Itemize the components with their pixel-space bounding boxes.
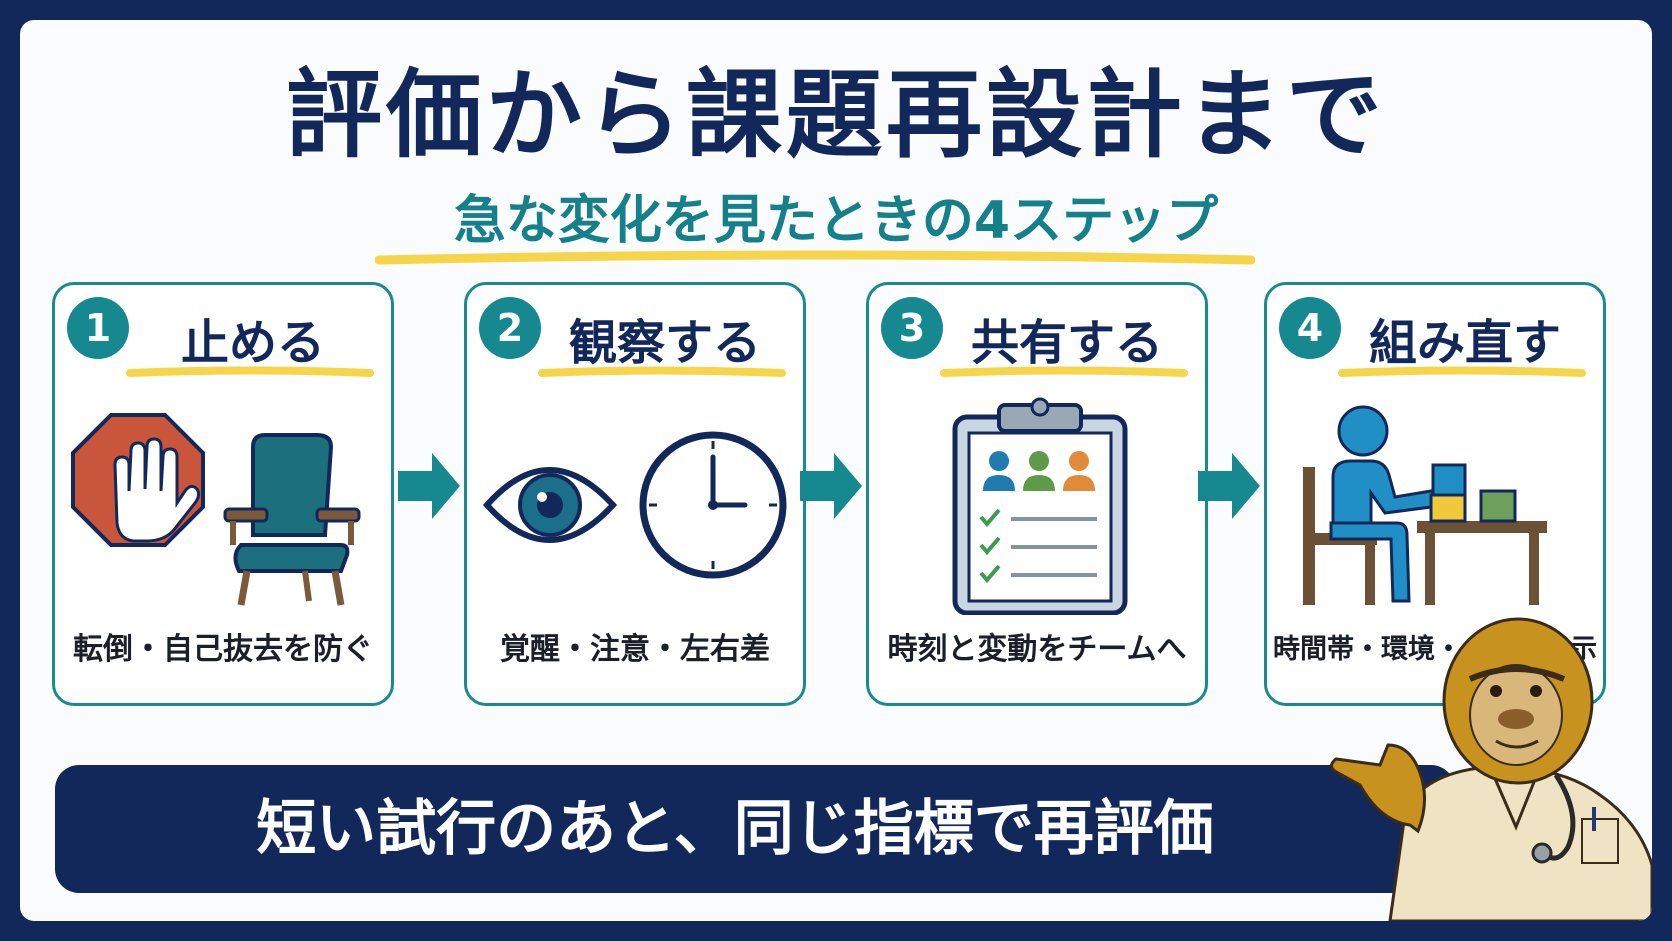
step-caption: 時刻と変動をチームへ — [887, 632, 1187, 667]
step-caption: 覚醒・注意・左右差 — [500, 632, 770, 667]
subtitle-underline — [375, 250, 1255, 265]
step-card-1: 1 止める 転倒・自己抜去を防ぐ — [52, 282, 394, 706]
eye-icon — [482, 467, 618, 543]
arrow-right-icon — [398, 453, 460, 519]
step-title-text: 止める — [180, 315, 325, 371]
title-underline — [126, 366, 374, 377]
person-at-table-blocks-icon — [1303, 405, 1547, 605]
step-title-text: 組み直す — [1368, 315, 1561, 371]
chair-icon — [223, 433, 361, 606]
step-title: 共有する — [939, 313, 1195, 377]
summary-banner: 短い試行のあと、同じ指標で再評価 — [55, 765, 1455, 893]
step-title: 組み直す — [1337, 313, 1593, 377]
step-caption: 転倒・自己抜去を防ぐ — [73, 632, 373, 667]
step-card-2: 2 観察する 覚醒・注 — [464, 282, 806, 706]
title-underline — [538, 366, 786, 377]
step-title: 観察する — [537, 313, 793, 377]
arrow-right-icon — [800, 453, 862, 519]
title-underline — [1338, 366, 1586, 377]
step-number-badge: 1 — [67, 297, 129, 359]
page-subtitle: 急な変化を見たときの4ステップ — [453, 191, 1219, 251]
gorilla-nurse-mascot-icon — [1320, 617, 1652, 921]
slide-frame: 評価から課題再設計まで 急な変化を見たときの4ステップ 1 止める — [20, 20, 1652, 921]
step-1-illustration — [71, 413, 361, 606]
step-card-4: 4 組み直す 時間帯・環境・一段階指示 — [1264, 282, 1606, 706]
arrow-right-icon — [1198, 453, 1260, 519]
step-title-text: 観察する — [568, 315, 761, 371]
step-card-3: 3 共有する — [866, 282, 1208, 706]
step-number-badge: 2 — [479, 297, 541, 359]
step-number-badge: 3 — [881, 297, 943, 359]
stop-hand-icon — [71, 413, 205, 547]
step-3-illustration — [952, 397, 1128, 615]
summary-banner-text: 短い試行のあと、同じ指標で再評価 — [256, 794, 1214, 864]
clock-icon — [639, 431, 787, 579]
step-4-illustration — [1303, 405, 1547, 605]
step-title-text: 共有する — [970, 315, 1163, 371]
step-title: 止める — [125, 313, 381, 377]
step-2-illustration — [482, 431, 787, 579]
step-number-badge: 4 — [1279, 297, 1341, 359]
page-title: 評価から課題再設計まで — [286, 59, 1386, 171]
clipboard-team-icon — [952, 397, 1128, 615]
title-underline — [940, 366, 1188, 377]
